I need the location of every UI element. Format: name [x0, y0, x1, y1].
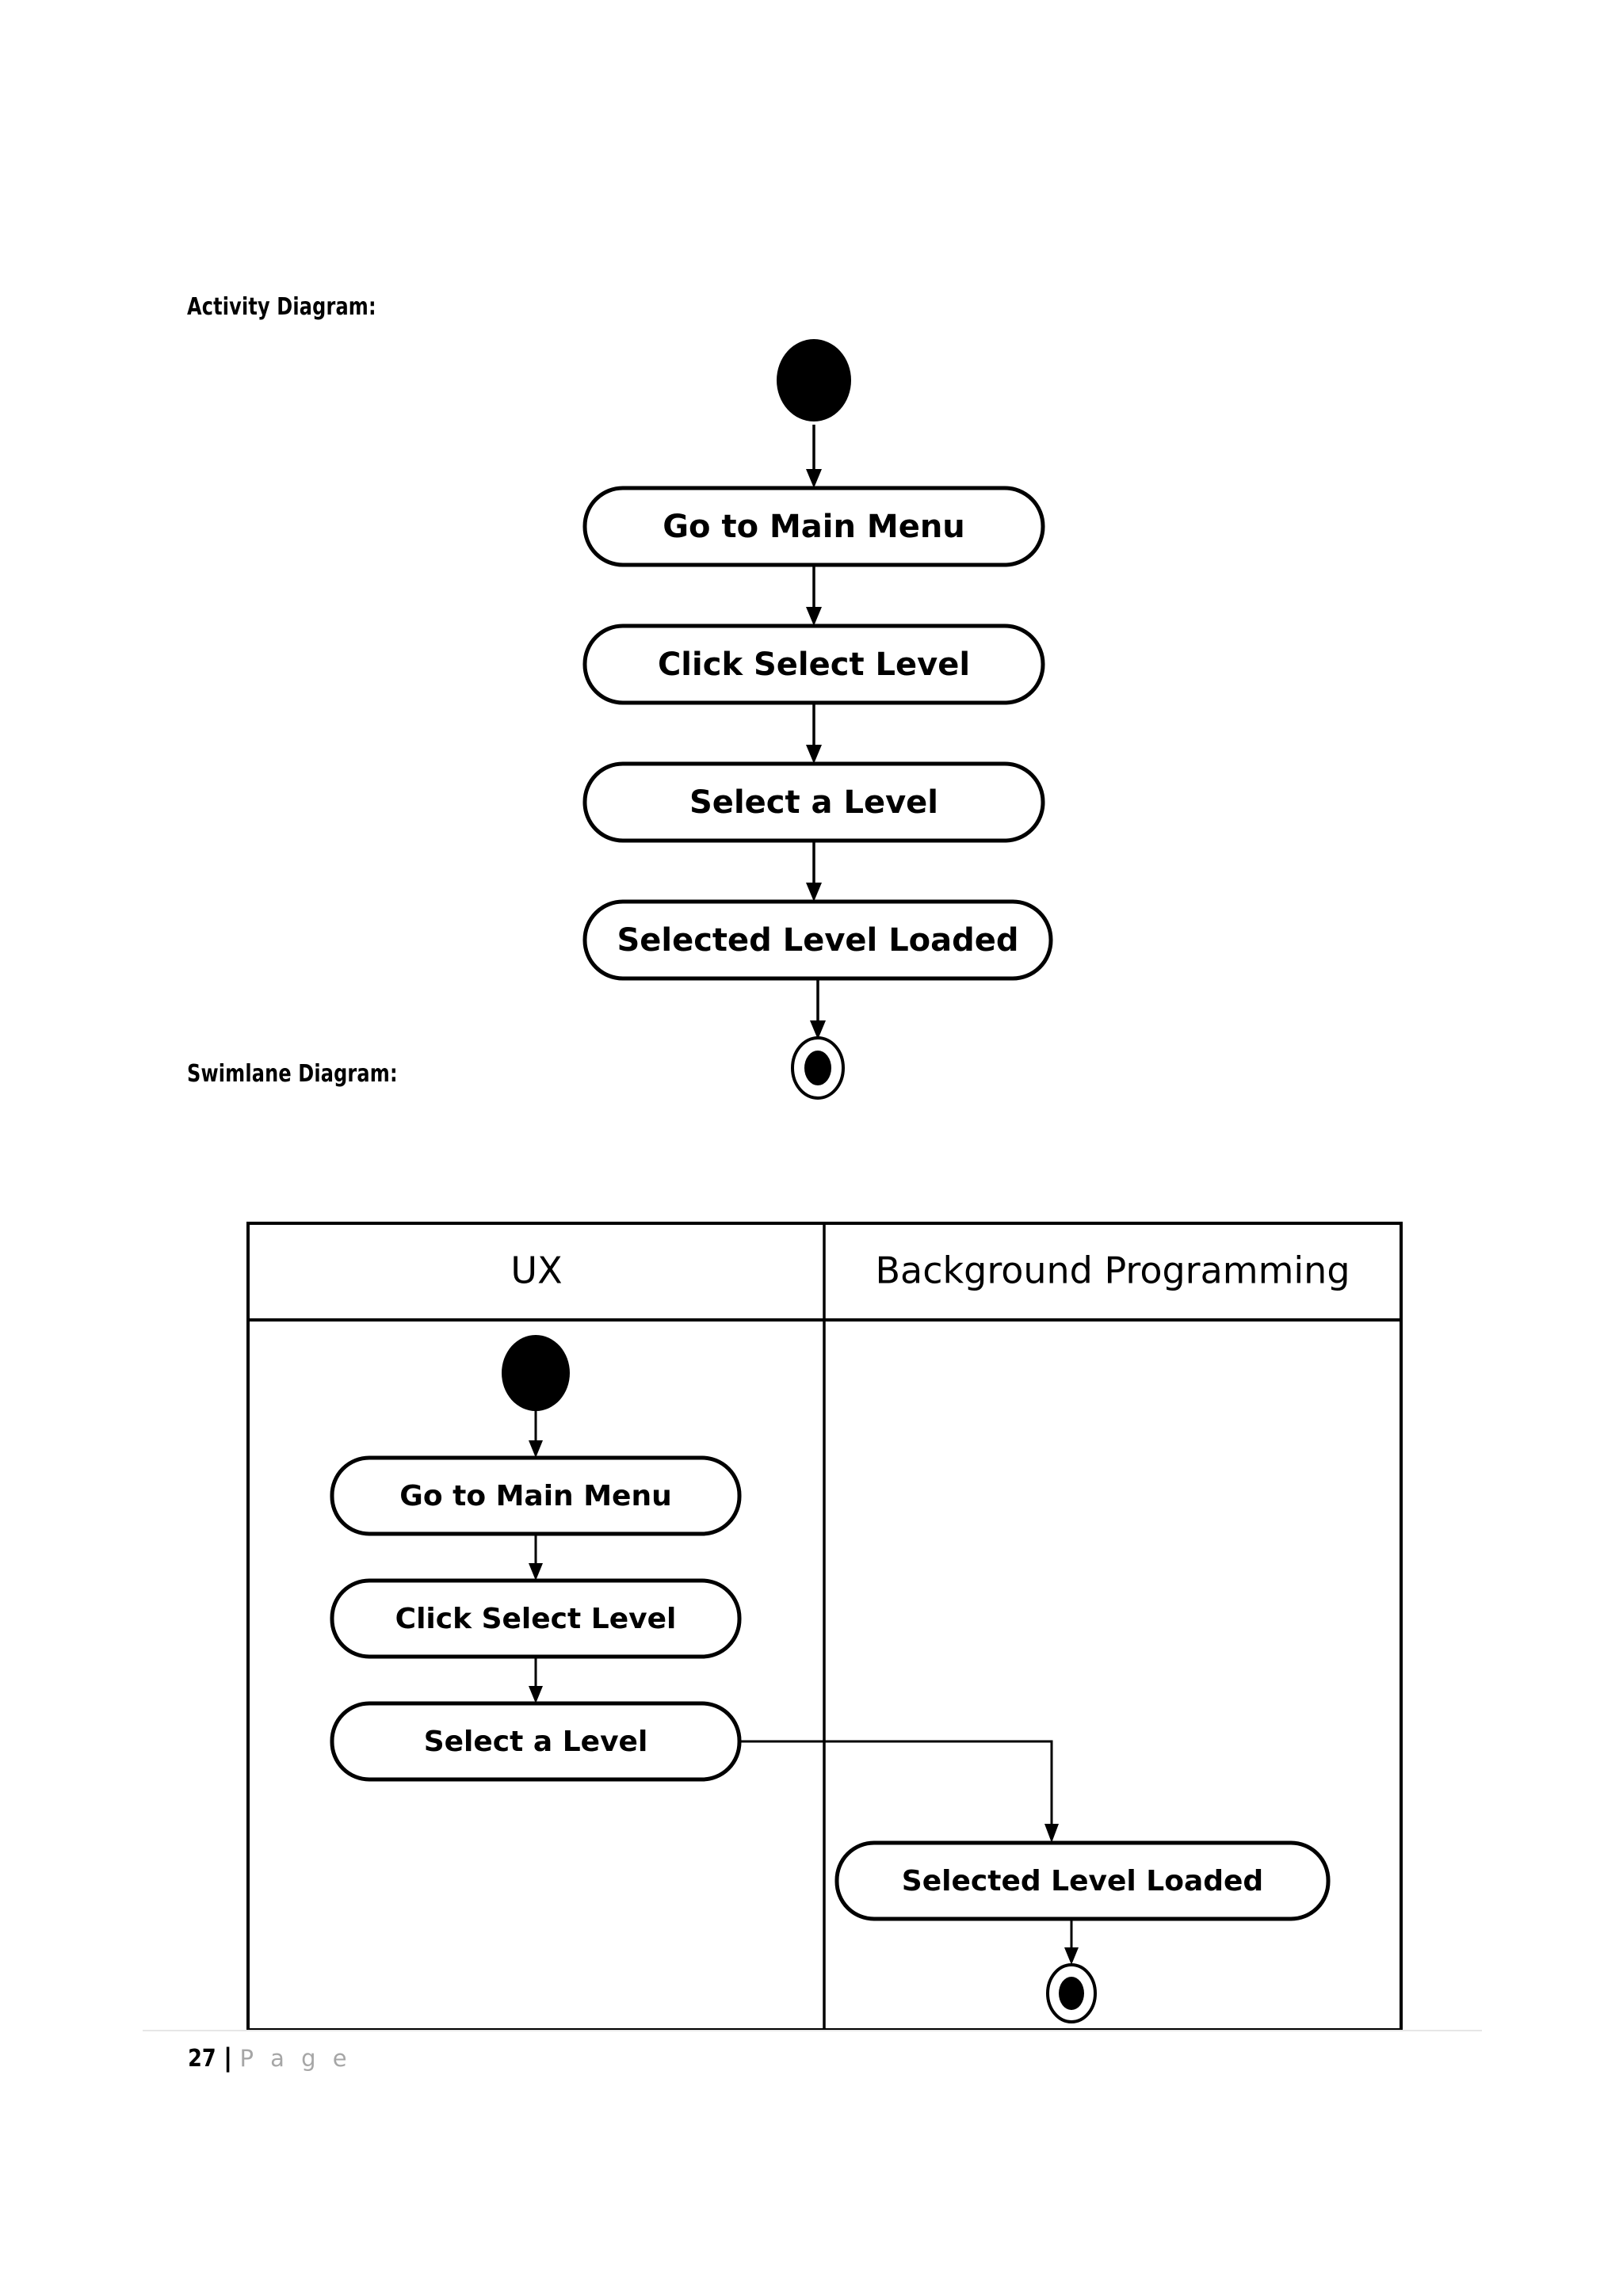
swimlane-edge-s3-to-s4 — [739, 1740, 1053, 1830]
swimlane-node-selected-level-loaded: Selected Level Loaded — [834, 1840, 1331, 1921]
swimlane-node-label: Select a Level — [424, 1726, 648, 1758]
swimlane-start-node — [502, 1335, 570, 1411]
activity-arrowhead-n2-to-n3 — [806, 745, 822, 764]
footer-separator: | — [223, 2042, 233, 2073]
swimlane-node-go-to-main-menu: Go to Main Menu — [330, 1455, 742, 1536]
activity-node-label: Click Select Level — [658, 646, 970, 683]
activity-diagram-caption: Activity Diagram: — [187, 293, 376, 321]
swimlane-arrowhead-start-to-s1 — [529, 1440, 543, 1458]
swimlane-arrowhead-s2-to-s3 — [529, 1686, 543, 1703]
activity-start-node — [777, 339, 851, 421]
activity-node-label: Select a Level — [689, 784, 938, 821]
activity-node-label: Selected Level Loaded — [617, 922, 1018, 959]
swimlane-diagram-caption: Swimlane Diagram: — [187, 1060, 398, 1088]
swimlane-node-select-a-level: Select a Level — [330, 1701, 742, 1782]
swimlane-arrowhead-s4-to-end — [1064, 1947, 1079, 1965]
footer-page-number: 27 — [188, 2045, 216, 2073]
swimlane-arrowhead-s3-to-s4 — [1044, 1824, 1059, 1843]
swimlane-arrowhead-s1-to-s2 — [529, 1563, 543, 1581]
swimlane-node-label: Selected Level Loaded — [902, 1865, 1263, 1897]
activity-node-go-to-main-menu: Go to Main Menu — [582, 486, 1045, 567]
activity-node-label: Go to Main Menu — [663, 509, 965, 545]
swimlane-lane-title-background-programming: Background Programming — [875, 1249, 1350, 1292]
activity-diagram: Go to Main Menu Click Select Level Selec… — [582, 339, 1053, 1100]
page-footer: 27 | P a g e — [185, 2042, 352, 2073]
swimlane-lane-title-ux: UX — [510, 1249, 562, 1292]
footer-page-word: P a g e — [239, 2045, 352, 2072]
swimlane-node-label: Click Select Level — [395, 1603, 677, 1635]
swimlane-end-node — [1046, 1963, 1097, 2023]
footer-divider — [143, 2030, 1482, 2031]
swimlane-node-label: Go to Main Menu — [399, 1480, 671, 1512]
activity-arrowhead-start-to-n1 — [806, 469, 822, 488]
swimlane-node-click-select-level: Click Select Level — [330, 1578, 742, 1659]
activity-arrowhead-n3-to-n4 — [806, 883, 822, 902]
activity-end-node — [791, 1036, 845, 1100]
activity-node-select-a-level: Select a Level — [582, 761, 1045, 843]
activity-arrowhead-n4-to-end — [810, 1020, 826, 1039]
activity-arrowhead-n1-to-n2 — [806, 607, 822, 626]
